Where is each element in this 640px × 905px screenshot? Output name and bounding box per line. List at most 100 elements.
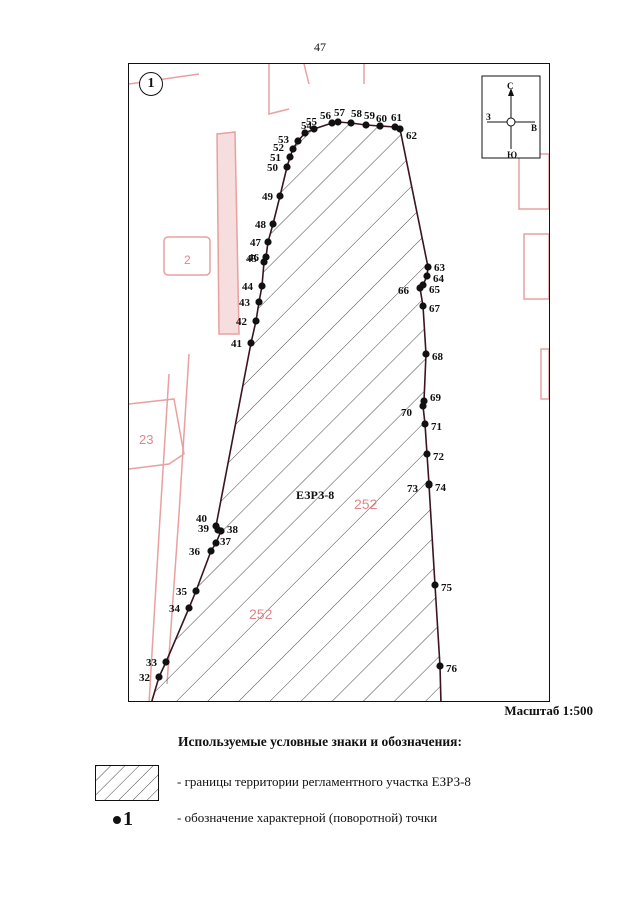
boundary-point-label: 74 [435, 482, 447, 494]
boundary-point-label: 35 [176, 586, 188, 598]
compass-east: В [531, 123, 537, 133]
boundary-point-label: 39 [198, 523, 210, 535]
boundary-point-66 [416, 284, 424, 292]
boundary-point-label: 43 [239, 297, 251, 309]
boundary-point-label: 41 [231, 338, 242, 350]
parcel-label: 252 [249, 606, 273, 622]
boundary-point-label: 69 [430, 392, 442, 404]
boundary-point-68 [422, 350, 430, 358]
boundary-point-40 [212, 522, 220, 530]
boundary-point-label: 53 [278, 134, 290, 146]
map-scale: Масштаб 1:500 [504, 703, 593, 718]
territory-polygon [151, 121, 442, 701]
hatch-swatch [95, 765, 159, 801]
boundary-point-34 [185, 604, 193, 612]
boundary-point-41 [247, 339, 255, 347]
boundary-point-label: 56 [320, 110, 332, 122]
boundary-point-35 [192, 587, 200, 595]
boundary-point-label: 34 [169, 603, 181, 615]
legend-point-text: - обозначение характерной (поворотной) т… [177, 810, 438, 825]
boundary-point-64 [423, 272, 431, 280]
boundary-point-46 [262, 253, 270, 261]
boundary-point-62 [396, 125, 404, 133]
legend-hatch-row [95, 765, 159, 801]
bg-label: 23 [139, 432, 153, 447]
boundary-point-label: 47 [250, 237, 262, 249]
boundary-point-55 [310, 125, 318, 133]
boundary-point-47 [264, 238, 272, 246]
boundary-point-label: 64 [433, 273, 445, 285]
page-number: 47 [314, 40, 326, 54]
boundary-point-label: 36 [189, 546, 201, 558]
boundary-point-52 [289, 145, 297, 153]
boundary-point-label: 67 [429, 303, 441, 315]
boundary-point-54 [301, 129, 309, 137]
boundary-point-label: 66 [398, 285, 410, 297]
boundary-point-63 [424, 263, 432, 271]
boundary-point-label: 75 [441, 582, 453, 594]
boundary-point-57 [334, 118, 342, 126]
boundary-point-label: 72 [433, 451, 445, 463]
boundary-point-label: 52 [273, 142, 285, 154]
boundary-point-label: 60 [376, 113, 388, 125]
legend-point-number: 1 [123, 808, 133, 830]
map-canvas: 23 2 252 252 ЕЗРЗ-8 32333435363738394041… [129, 64, 549, 701]
legend-title: Используемые условные знаки и обозначени… [178, 734, 462, 749]
boundary-point-label: 51 [270, 152, 281, 164]
boundary-point-label: 50 [267, 162, 279, 174]
boundary-point-label: 33 [146, 657, 158, 669]
boundary-point-49 [276, 192, 284, 200]
parcel-label: 252 [354, 496, 378, 512]
compass-west: З [486, 112, 491, 122]
boundary-point-label: 59 [364, 110, 376, 122]
compass-north: С [507, 81, 514, 91]
cadastral-background [129, 64, 549, 701]
boundary-point-76 [436, 662, 444, 670]
boundary-point-label: 70 [401, 407, 413, 419]
boundary-point-53 [294, 137, 302, 145]
boundary-point-label: 76 [446, 663, 458, 675]
compass: С Ю В З [481, 75, 541, 160]
boundary-point-label: 62 [406, 130, 418, 142]
boundary-point-71 [421, 420, 429, 428]
sheet-number-badge: 1 [139, 72, 163, 96]
boundary-point-label: 49 [262, 191, 274, 203]
boundary-point-33 [162, 658, 170, 666]
boundary-point-43 [255, 298, 263, 306]
boundary-point-label: 57 [334, 107, 346, 119]
boundary-point-37 [212, 539, 220, 547]
boundary-point-label: 37 [220, 536, 232, 548]
boundary-point-51 [286, 153, 294, 161]
boundary-point-label: 63 [434, 262, 446, 274]
point-dot-icon [113, 815, 121, 824]
boundary-point-58 [347, 119, 355, 127]
boundary-point-50 [283, 163, 291, 171]
boundary-point-label: 40 [196, 513, 208, 525]
boundary-point-label: 68 [432, 351, 444, 363]
boundary-point-67 [419, 302, 427, 310]
zone-label: ЕЗРЗ-8 [296, 488, 334, 502]
bg-label: 2 [184, 253, 191, 267]
legend-hatch-text: - границы территории регламентного участ… [177, 774, 471, 789]
legend-point-symbol: 1 [113, 808, 133, 831]
boundary-point-label: 73 [407, 483, 419, 495]
boundary-point-32 [155, 673, 163, 681]
boundary-point-36 [207, 547, 215, 555]
boundary-point-60 [376, 122, 384, 130]
boundary-point-48 [269, 220, 277, 228]
boundary-point-label: 58 [351, 108, 363, 120]
boundary-point-70 [419, 402, 427, 410]
boundary-point-label: 61 [391, 112, 402, 124]
boundary-point-label: 32 [139, 672, 151, 684]
boundary-point-44 [258, 282, 266, 290]
compass-south: Ю [507, 150, 517, 160]
boundary-point-label: 45 [246, 253, 258, 265]
boundary-point-56 [328, 119, 336, 127]
boundary-point-label: 48 [255, 219, 267, 231]
boundary-point-label: 55 [306, 116, 318, 128]
boundary-point-label: 44 [242, 281, 254, 293]
boundary-point-label: 65 [429, 284, 441, 296]
boundary-point-75 [431, 581, 439, 589]
boundary-point-74 [425, 481, 433, 489]
